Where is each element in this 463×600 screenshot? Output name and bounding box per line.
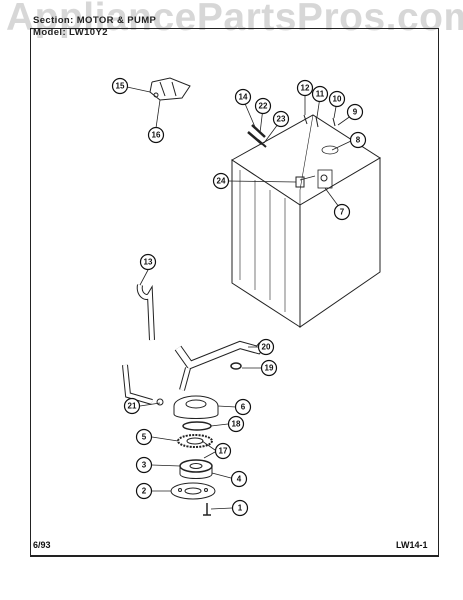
callout-16: 16 xyxy=(147,126,165,144)
screws-upper xyxy=(247,114,336,148)
svg-text:19: 19 xyxy=(265,364,274,373)
svg-text:1: 1 xyxy=(238,504,243,513)
svg-text:17: 17 xyxy=(219,447,228,456)
callout-18: 18 xyxy=(227,415,245,433)
callout-11: 11 xyxy=(311,85,329,103)
model-title: Model: LW10Y2 xyxy=(33,27,108,38)
callout-10: 10 xyxy=(328,90,346,108)
callout-22: 22 xyxy=(254,97,272,115)
svg-text:12: 12 xyxy=(301,84,310,93)
svg-text:3: 3 xyxy=(142,461,147,470)
svg-text:2: 2 xyxy=(142,487,147,496)
drain-hose xyxy=(122,284,155,405)
diagram-frame xyxy=(30,28,439,556)
callout-17: 17 xyxy=(214,442,232,460)
pump-cover xyxy=(179,459,213,479)
hose-clamp xyxy=(230,362,242,370)
svg-text:23: 23 xyxy=(277,115,286,124)
callout-15: 15 xyxy=(111,77,129,95)
pump-hose xyxy=(174,340,266,391)
callout-14: 14 xyxy=(234,88,252,106)
svg-text:7: 7 xyxy=(340,208,345,217)
callout-20: 20 xyxy=(257,338,275,356)
svg-text:14: 14 xyxy=(239,93,248,102)
svg-text:8: 8 xyxy=(356,136,361,145)
svg-text:16: 16 xyxy=(152,131,161,140)
callout-1: 1 xyxy=(231,499,249,517)
pump-body xyxy=(156,395,219,419)
svg-text:5: 5 xyxy=(142,433,147,442)
callout-8: 8 xyxy=(349,131,367,149)
callout-4: 4 xyxy=(230,470,248,488)
pump-gear xyxy=(177,434,213,448)
svg-text:24: 24 xyxy=(217,177,226,186)
svg-text:21: 21 xyxy=(128,402,137,411)
bracket-assembly xyxy=(149,77,191,101)
svg-text:6: 6 xyxy=(241,403,246,412)
svg-text:11: 11 xyxy=(316,90,325,99)
callout-12: 12 xyxy=(296,79,314,97)
footer-date: 6/93 xyxy=(33,540,51,550)
svg-text:18: 18 xyxy=(232,420,241,429)
callout-23: 23 xyxy=(272,110,290,128)
pump-base-plate xyxy=(170,482,216,500)
callout-19: 19 xyxy=(260,359,278,377)
pump-screw xyxy=(203,503,211,516)
svg-text:20: 20 xyxy=(262,343,271,352)
callout-13: 13 xyxy=(139,253,157,271)
svg-text:15: 15 xyxy=(116,82,125,91)
section-title: Section: MOTOR & PUMP xyxy=(33,15,157,26)
footer-page-code: LW14-1 xyxy=(396,540,428,550)
callout-5: 5 xyxy=(135,428,153,446)
footer-divider xyxy=(30,556,439,557)
pump-seal xyxy=(182,421,212,431)
callout-21: 21 xyxy=(123,397,141,415)
callout-3: 3 xyxy=(135,456,153,474)
callout-6: 6 xyxy=(234,398,252,416)
callout-9: 9 xyxy=(346,103,364,121)
svg-text:13: 13 xyxy=(144,258,153,267)
callout-2: 2 xyxy=(135,482,153,500)
svg-text:9: 9 xyxy=(353,108,358,117)
watermark-text: AppliancePartsPros.com xyxy=(6,0,463,39)
svg-text:10: 10 xyxy=(333,95,342,104)
callout-24: 24 xyxy=(212,172,230,190)
svg-text:4: 4 xyxy=(237,475,242,484)
callout-7: 7 xyxy=(333,203,351,221)
washer-cabinet xyxy=(231,114,381,328)
svg-text:22: 22 xyxy=(259,102,268,111)
